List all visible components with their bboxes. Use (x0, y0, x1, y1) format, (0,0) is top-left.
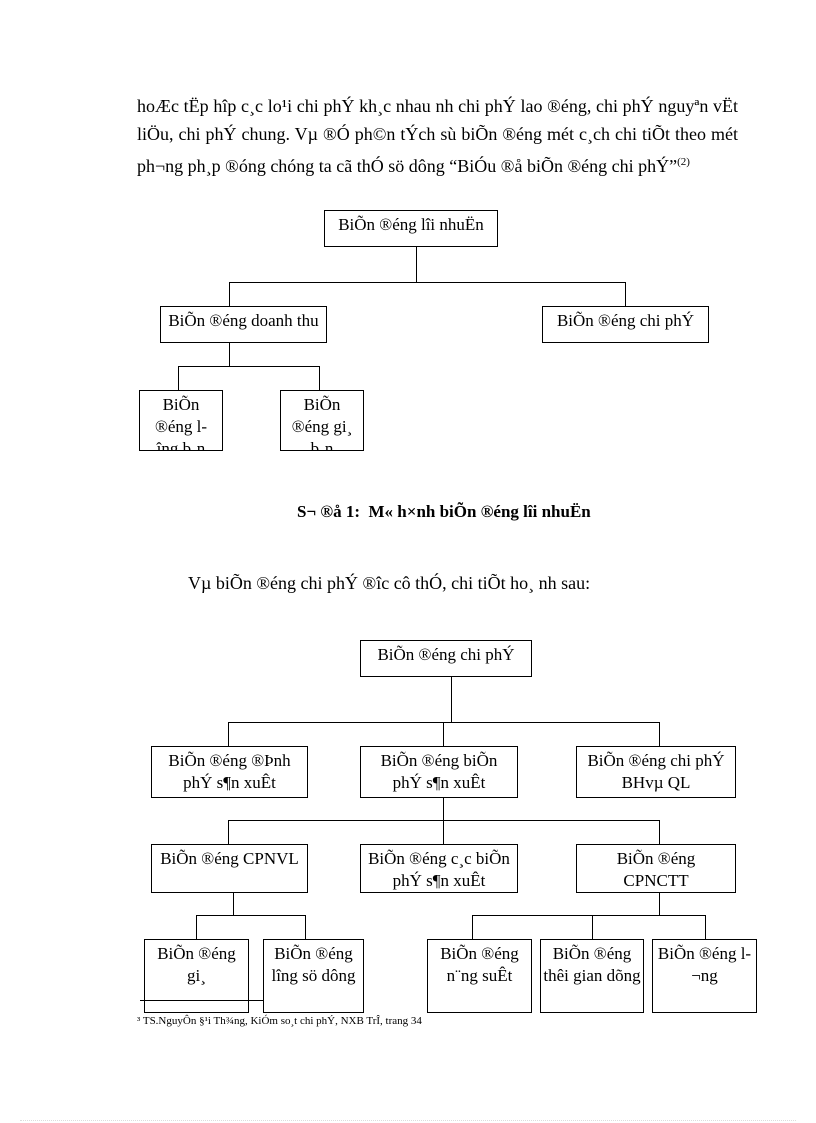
connector (705, 915, 706, 939)
connector (443, 820, 444, 844)
node-variable-cost-variance: BiÕn ®éng biÕn phÝ s¶n xuÊt (360, 746, 518, 798)
connector (451, 676, 452, 722)
connector (443, 797, 444, 820)
connector (228, 722, 660, 723)
node-idle-time-variance: BiÕn ®éng thêi gian dõng (540, 939, 644, 1013)
connector (659, 892, 660, 915)
connector (228, 820, 229, 844)
node-material-variance: BiÕn ®éng CPNVL (151, 844, 308, 893)
node-other-variable-variance: BiÕn ®éng c¸c biÕn phÝ s¶n xuÊt (360, 844, 518, 893)
connector (196, 915, 197, 939)
diagram-caption: S¬ ®å 1: M« h×nh biÕn ®éng lîi nhuËn (297, 502, 591, 521)
connector (592, 915, 593, 939)
body-paragraph: hoÆc tËp hîp c¸c lo¹i chi phÝ kh¸c nhau … (137, 92, 738, 180)
connector (178, 366, 320, 367)
connector (472, 915, 473, 939)
lead-sentence: Vµ biÕn ®éng chi phÝ ®­îc cô thÓ, chi ti… (188, 573, 591, 593)
connector (443, 722, 444, 746)
connector (229, 282, 230, 306)
footnote: ³ TS.NguyÔn §¹i Th¾ng, KiÓm so¸t chi phÝ… (137, 1015, 422, 1027)
node-cost-variance-root: BiÕn ®éng chi phÝ (360, 640, 532, 677)
connector (229, 282, 626, 283)
connector (196, 915, 306, 916)
paragraph-text: hoÆc tËp hîp c¸c lo¹i chi phÝ kh¸c nhau … (137, 96, 738, 176)
connector (319, 366, 320, 390)
node-cost-variance: BiÕn ®éng chi phÝ (542, 306, 709, 343)
node-selling-admin-variance: BiÕn ®éng chi phÝ BHvµ QL (576, 746, 736, 798)
connector (228, 722, 229, 746)
node-material-price-variance: BiÕn ®éng gi¸ (144, 939, 249, 1013)
page-bottom-border (20, 1120, 796, 1121)
node-fixed-cost-variance: BiÕn ®éng ®Þnh phÝ s¶n xuÊt (151, 746, 308, 798)
node-productivity-variance: BiÕn ®éng n¨ng suÊt (427, 939, 532, 1013)
connector (416, 246, 417, 282)
connector (305, 915, 306, 939)
node-volume-variance: BiÕn ®éng l­îng b¸n (139, 390, 223, 451)
node-profit-variance: BiÕn ®éng lîi nhuËn (324, 210, 498, 247)
node-revenue-variance: BiÕn ®éng doanh thu (160, 306, 327, 343)
node-labor-variance: BiÕn ®éng CPNCTT (576, 844, 736, 893)
footnote-separator (140, 1000, 264, 1001)
connector (472, 915, 706, 916)
connector (659, 722, 660, 746)
node-material-quantity-variance: BiÕn ®éng l­îng sö dông (263, 939, 364, 1013)
connector (229, 342, 230, 366)
connector (625, 282, 626, 306)
node-price-variance: BiÕn ®éng gi¸ b¸n (280, 390, 364, 451)
connector (178, 366, 179, 390)
node-wage-variance: BiÕn ®éng l­¬ng (652, 939, 757, 1013)
connector (233, 892, 234, 915)
connector (659, 820, 660, 844)
reference-marker: (2) (677, 156, 690, 168)
connector (228, 820, 660, 821)
